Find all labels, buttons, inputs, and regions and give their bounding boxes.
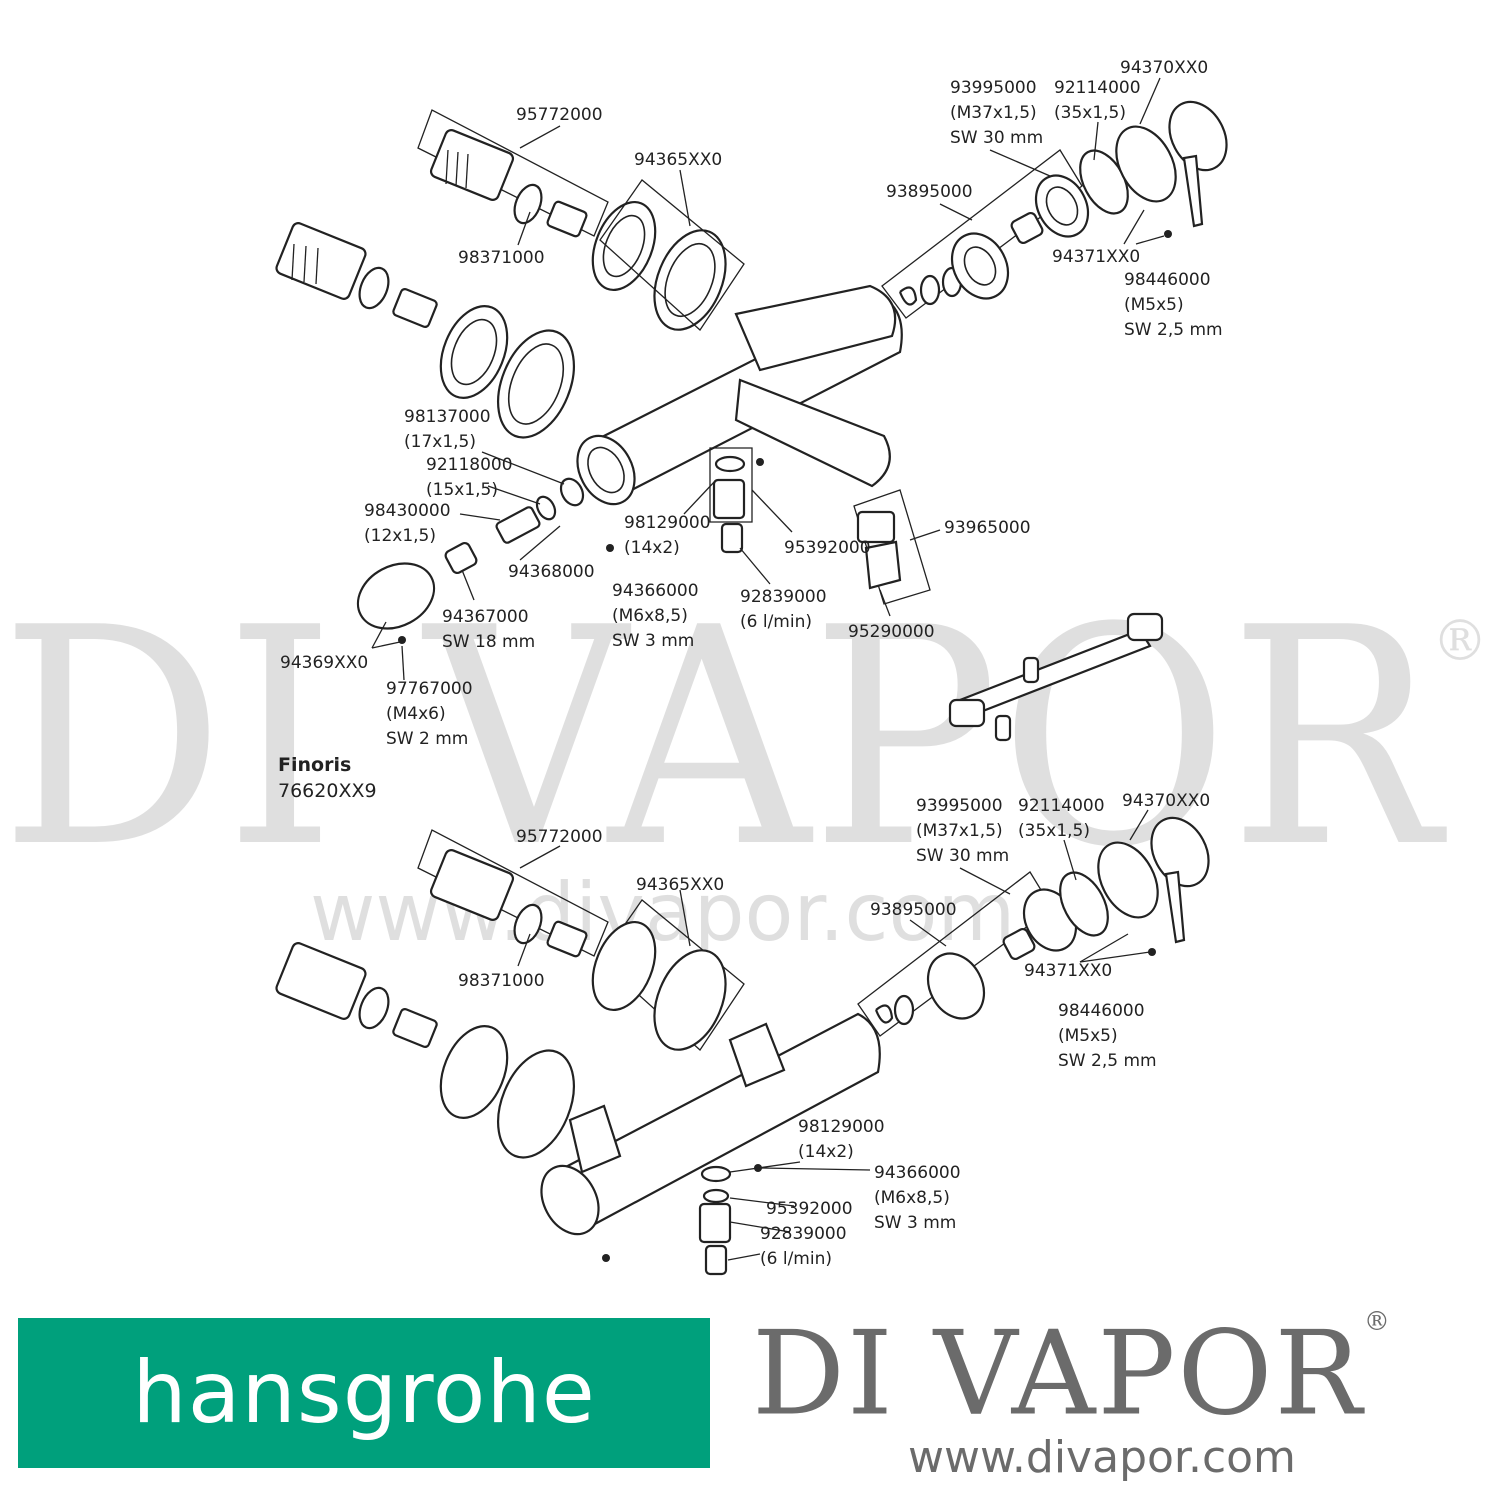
- part-label: 94368000: [508, 562, 595, 582]
- part-label: 92114000: [1054, 78, 1141, 98]
- part-label: 97767000: [386, 679, 473, 699]
- part-label: 94369XX0: [280, 653, 368, 673]
- divapor-logo: DI VAPOR®: [752, 1296, 1492, 1442]
- divapor-url: www.divapor.com: [908, 1432, 1296, 1483]
- part-label: (M4x6): [386, 704, 446, 724]
- part-label: 92118000: [426, 455, 513, 475]
- part-label: 94365XX0: [634, 150, 722, 170]
- part-label: (35x1,5): [1018, 821, 1090, 841]
- part-label: 94371XX0: [1052, 247, 1140, 267]
- part-label: SW 2 mm: [386, 729, 468, 749]
- part-label: 98137000: [404, 407, 491, 427]
- part-label: (17x1,5): [404, 432, 476, 452]
- part-label: SW 2,5 mm: [1058, 1051, 1157, 1071]
- part-label: (14x2): [798, 1142, 854, 1162]
- part-label: 98446000: [1124, 270, 1211, 290]
- cartridge-upper-left: [429, 129, 515, 201]
- part-label: 94365XX0: [636, 875, 724, 895]
- part-label: 92839000: [740, 587, 827, 607]
- part-label: 92114000: [1018, 796, 1105, 816]
- registered-mark: ®: [1363, 1307, 1392, 1337]
- mounting-bracket: [948, 612, 1164, 742]
- part-label: (6 l/min): [760, 1249, 832, 1269]
- upper-assembly-drawing: [275, 77, 1228, 742]
- watermark-registered: ®: [1432, 609, 1488, 674]
- part-label: (M37x1,5): [916, 821, 1003, 841]
- part-label: 93895000: [886, 182, 973, 202]
- part-label: 98430000: [364, 501, 451, 521]
- part-label: (35x1,5): [1054, 103, 1126, 123]
- watermark: DI VAPOR ® www.divapor.com: [0, 564, 1488, 959]
- part-label: 98129000: [624, 513, 711, 533]
- part-label: (M5x5): [1124, 295, 1184, 315]
- part-label: 95772000: [516, 105, 603, 125]
- part-label: 98129000: [798, 1117, 885, 1137]
- part-label: (M37x1,5): [950, 103, 1037, 123]
- part-label: (M5x5): [1058, 1026, 1118, 1046]
- hansgrohe-logo-text: hansgrohe: [132, 1343, 596, 1443]
- model-number: 76620XX9: [278, 780, 377, 802]
- part-label: 98446000: [1058, 1001, 1145, 1021]
- hansgrohe-logo: hansgrohe: [18, 1318, 710, 1468]
- part-label: 95772000: [516, 827, 603, 847]
- thermostat-handle-lower: [1150, 816, 1210, 944]
- mixer-body-lower: [540, 1012, 881, 1236]
- part-label: (M6x8,5): [874, 1188, 950, 1208]
- part-label: 94370XX0: [1120, 58, 1208, 78]
- part-label: 94371XX0: [1024, 961, 1112, 981]
- part-label: 98371000: [458, 971, 545, 991]
- part-label: (14x2): [624, 538, 680, 558]
- mixer-body-upper: [576, 284, 903, 506]
- part-label: (6 l/min): [740, 612, 812, 632]
- part-label: (15x1,5): [426, 480, 498, 500]
- model-name: Finoris: [278, 754, 352, 776]
- thermostat-handle-upper: [1168, 100, 1228, 228]
- part-label: 94366000: [612, 581, 699, 601]
- cartridge-lower-left: [275, 222, 367, 300]
- lower-assembly-drawing: [275, 809, 1210, 1276]
- lower-part-labels: 95772000 98371000 94365XX0 93995000 (M37…: [458, 791, 1210, 1269]
- part-label: 93965000: [944, 518, 1031, 538]
- part-label: 94366000: [874, 1163, 961, 1183]
- part-label: SW 18 mm: [442, 632, 535, 652]
- part-label: SW 3 mm: [612, 631, 694, 651]
- upper-part-labels: 95772000 98371000 94365XX0 93995000 (M37…: [280, 58, 1223, 749]
- part-label: 92839000: [760, 1224, 847, 1244]
- watermark-brand: DI VAPOR: [0, 564, 1448, 913]
- part-label: 98371000: [458, 248, 545, 268]
- divapor-logo-text: DI VAPOR: [752, 1306, 1364, 1442]
- part-label: 95290000: [848, 622, 935, 642]
- part-label: SW 30 mm: [916, 846, 1009, 866]
- part-label: 93995000: [916, 796, 1003, 816]
- part-label: SW 3 mm: [874, 1213, 956, 1233]
- part-label: (12x1,5): [364, 526, 436, 546]
- part-label: (M6x8,5): [612, 606, 688, 626]
- part-label: 93895000: [870, 900, 957, 920]
- part-label: SW 30 mm: [950, 128, 1043, 148]
- part-label: 95392000: [784, 538, 871, 558]
- part-label: 95392000: [766, 1199, 853, 1219]
- watermark-url: www.divapor.com: [310, 866, 1015, 959]
- part-label: 94370XX0: [1122, 791, 1210, 811]
- part-label: 94367000: [442, 607, 529, 627]
- part-label: 93995000: [950, 78, 1037, 98]
- part-label: SW 2,5 mm: [1124, 320, 1223, 340]
